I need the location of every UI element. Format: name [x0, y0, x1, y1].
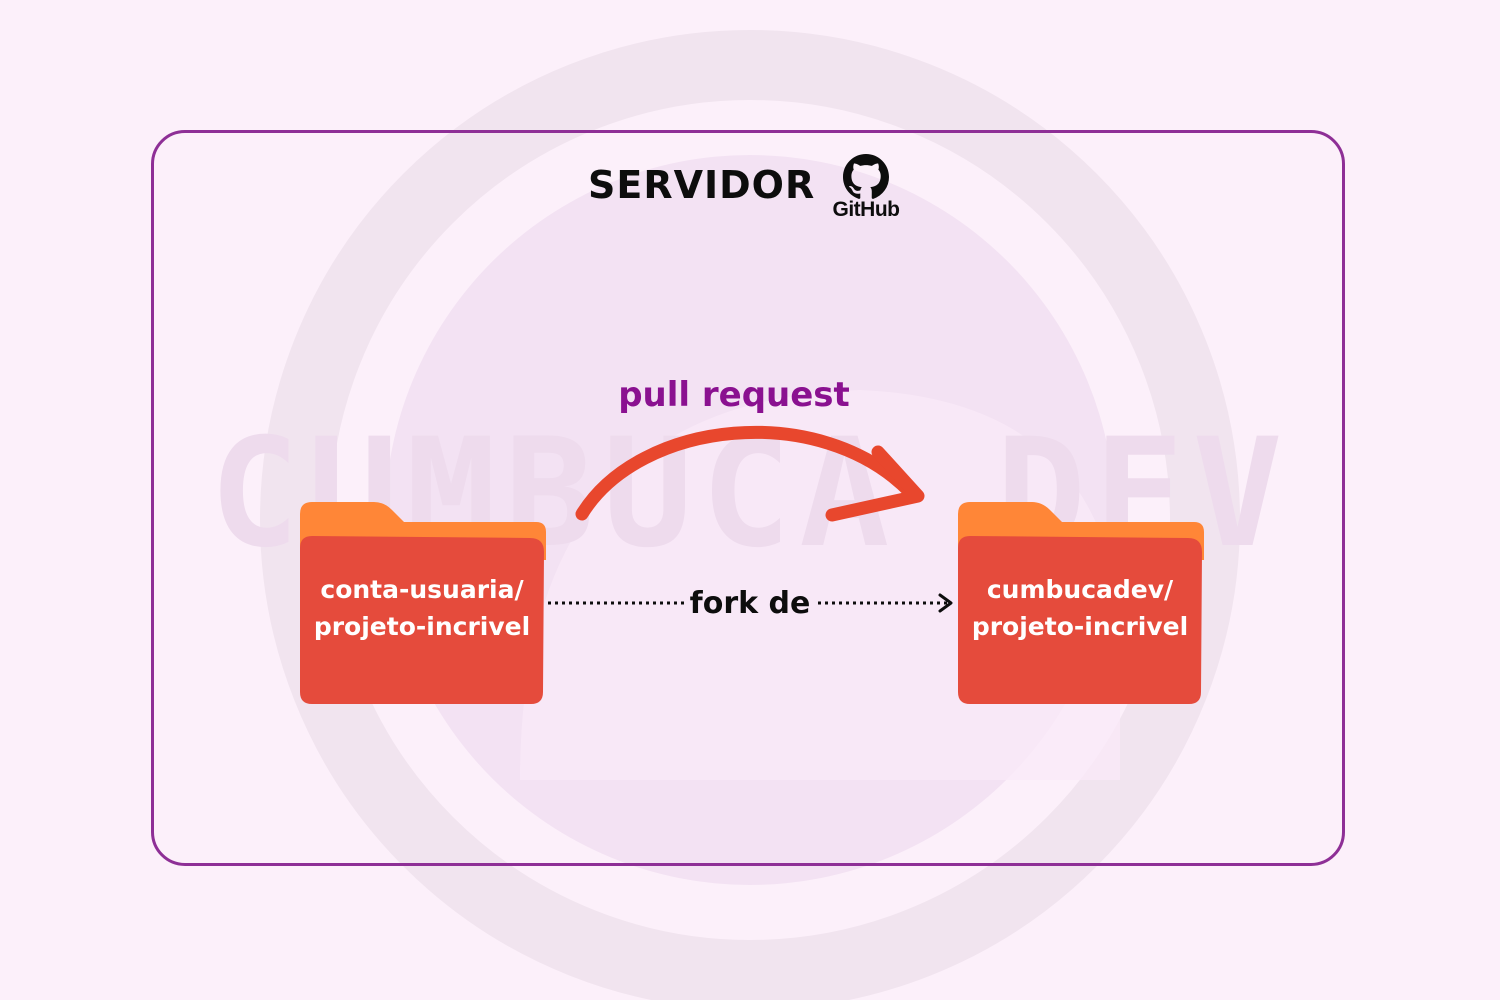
- server-container: [151, 130, 1345, 866]
- pull-request-arrow: [575, 425, 925, 522]
- fork-arrow: [548, 593, 953, 613]
- folder-right-icon: [958, 502, 1204, 704]
- folder-left-line2: projeto-incrivel: [313, 612, 531, 641]
- fork-label: fork de: [689, 586, 811, 621]
- folder-left-line1: conta-usuaria/: [320, 575, 524, 604]
- github-octocat-icon: [843, 154, 889, 199]
- folder-left-label: conta-usuaria/ projeto-incrivel: [300, 571, 544, 645]
- github-logo: GitHub: [826, 154, 906, 226]
- folder-left-icon: [300, 502, 546, 704]
- github-wordmark: GitHub: [832, 198, 900, 221]
- folder-right-line2: projeto-incrivel: [971, 612, 1189, 641]
- pull-request-label: pull request: [618, 375, 850, 415]
- server-title: SERVIDOR: [588, 163, 816, 207]
- folder-right-label: cumbucadev/ projeto-incrivel: [958, 571, 1202, 645]
- folder-right-line1: cumbucadev/: [986, 575, 1174, 604]
